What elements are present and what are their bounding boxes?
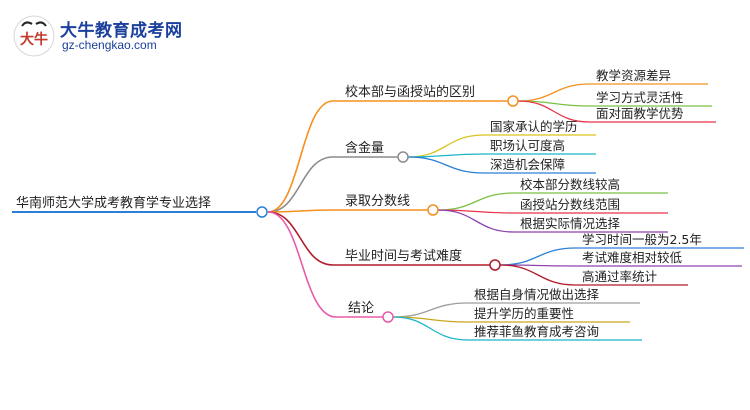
leaf-edge	[499, 247, 577, 266]
leaf-edge	[407, 156, 485, 174]
leaf-edge	[437, 209, 515, 233]
leaf-node-label[interactable]: 学习时间一般为2.5年	[582, 232, 702, 247]
branch-edge	[267, 100, 334, 213]
branch-edge	[267, 211, 334, 266]
leaf-node-label[interactable]: 职场认可度高	[490, 138, 565, 153]
leaf-node-label[interactable]: 面对面教学优势	[596, 106, 684, 121]
leaf-node-label[interactable]: 提升学历的重要性	[474, 306, 574, 321]
leaf-edge	[499, 264, 577, 286]
brand-url: gz-chengkao.com	[62, 38, 157, 52]
branch-collapse-handle[interactable]	[397, 151, 409, 163]
leaf-edge	[392, 302, 469, 318]
leaf-node-label[interactable]: 根据实际情况选择	[520, 216, 621, 231]
leaf-node-label[interactable]: 校本部分数线较高	[520, 177, 620, 192]
root-node-label[interactable]: 华南师范大学成考教育学专业选择	[16, 195, 211, 211]
leaf-node-label[interactable]: 深造机会保障	[490, 157, 565, 172]
branch-collapse-handle[interactable]	[507, 95, 519, 107]
branch-edge	[267, 156, 334, 213]
leaf-node-label[interactable]: 函授站分数线范围	[520, 197, 620, 212]
leaf-edge	[392, 316, 469, 341]
bull-logo-icon: 大牛	[13, 15, 55, 57]
leaf-node-label[interactable]: 根据自身情况做出选择	[474, 287, 600, 302]
leaf-node-label[interactable]: 考试难度相对较低	[582, 250, 683, 265]
brand-name: 大牛教育成考网	[60, 21, 183, 41]
brand-logo[interactable]: 大牛 大牛教育成考网 gz-chengkao.com	[12, 14, 182, 58]
leaf-node-label[interactable]: 教学资源差异	[596, 68, 671, 83]
leaf-edge	[407, 153, 485, 158]
branch-node-label[interactable]: 毕业时间与考试难度	[345, 248, 462, 264]
branch-node-label[interactable]: 录取分数线	[345, 194, 410, 209]
branch-node-label[interactable]: 校本部与函授站的区别	[345, 84, 475, 100]
branch-node-label[interactable]: 含金量	[345, 140, 384, 156]
leaf-edge	[517, 83, 591, 102]
mindmap-nodes: 华南师范大学成考教育学专业选择 校本部与函授站的区别 教学资源差异学习方式灵活性面对…	[16, 68, 702, 339]
branch-node-label[interactable]: 结论	[348, 301, 374, 316]
mindmap-edges	[12, 83, 744, 341]
root-collapse-handle[interactable]	[256, 206, 268, 218]
branch-edge	[267, 211, 337, 318]
branch-collapse-handle[interactable]	[427, 204, 439, 216]
logo-mark-text: 大牛	[20, 31, 48, 48]
branch-collapse-handle[interactable]	[382, 311, 394, 323]
leaf-node-label[interactable]: 学习方式灵活性	[596, 90, 684, 105]
leaf-edge	[437, 192, 515, 211]
branch-collapse-handle[interactable]	[489, 259, 501, 271]
leaf-node-label[interactable]: 推荐菲鱼教育成考咨询	[474, 324, 599, 339]
leaf-node-label[interactable]: 高通过率统计	[582, 269, 657, 284]
leaf-edge	[517, 100, 591, 123]
branch-edge	[267, 209, 334, 213]
leaf-node-label[interactable]: 国家承认的学历	[490, 119, 578, 134]
